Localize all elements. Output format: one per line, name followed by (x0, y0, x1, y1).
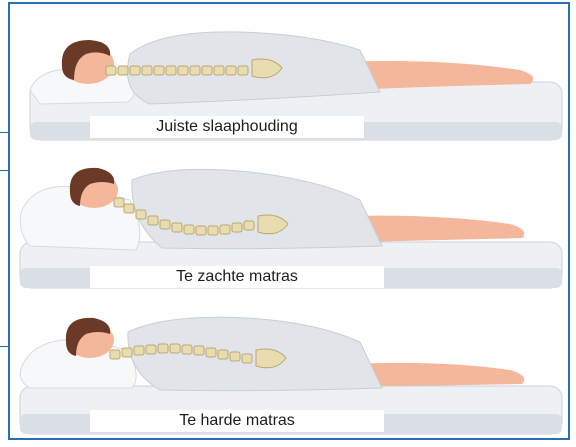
panel-correct-posture: Juiste slaaphouding (10, 4, 570, 148)
illustration-frame: Juiste slaaphouding Te zachte matras (8, 2, 570, 440)
edge-tick-3 (0, 346, 8, 347)
body-sheet (132, 169, 382, 248)
caption-too-hard: Te harde matras (90, 410, 384, 432)
panel-too-soft: Te zachte matras (10, 150, 570, 294)
edge-tick-1 (0, 132, 8, 133)
edge-tick-2 (0, 170, 8, 171)
caption-correct: Juiste slaaphouding (90, 116, 364, 138)
caption-too-soft: Te zachte matras (90, 266, 384, 288)
panel-too-hard: Te harde matras (10, 296, 570, 440)
body-sheet (128, 317, 382, 390)
